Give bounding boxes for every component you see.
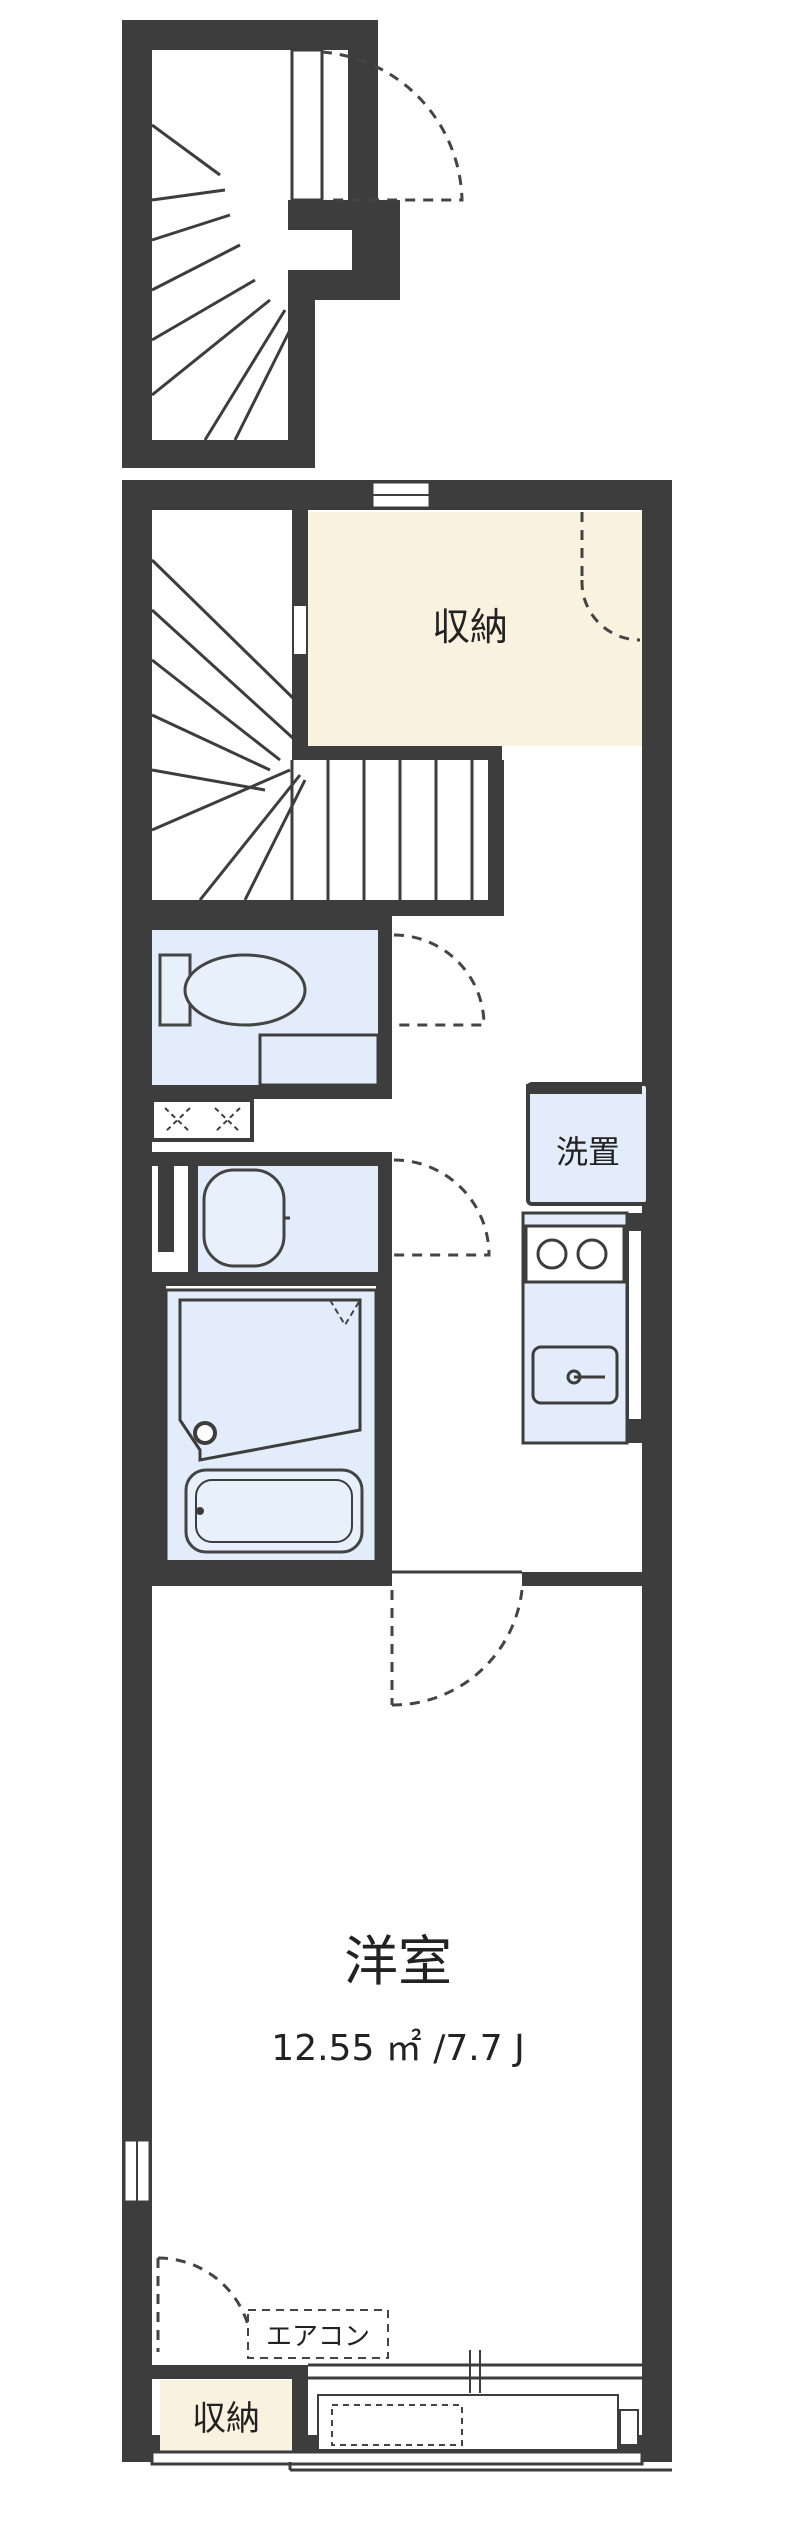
room-door-swing [390,1589,524,1707]
washer-space: 洗置 [526,1082,650,1206]
wash-room [152,1152,392,1286]
kitchen-sink [531,1345,619,1405]
washer-label: 洗置 [556,1133,620,1171]
western-room-label: 洋室 [344,1930,452,1993]
bathtub [184,1468,364,1554]
aircon-unit [247,2309,389,2359]
bath-room [152,1286,392,1576]
small-cupboard [150,1098,254,1142]
western-room: 洋室 12.55 ㎡ /7.7 J [271,1930,524,2069]
storage-upper-label: 収納 [432,605,508,649]
kitchen-window[interactable] [627,1229,643,1421]
wash-door-swing [393,1158,491,1257]
storage-lower-room: 収納 [152,2365,308,2455]
wash-basin [202,1168,286,1268]
toilet-door-swing [393,933,486,1027]
upper-door-leaf[interactable] [290,48,324,202]
stove-top [524,1224,626,1284]
upper-stair-module [122,20,464,468]
kitchen-counter [521,1211,643,1445]
storage-upper-room: 収納 [292,510,642,760]
burner-icon [576,1238,608,1270]
balcony-sliding-door[interactable] [150,2350,672,2472]
burner-icon [536,1238,568,1270]
stair-bottom-wall [152,900,504,916]
western-room-area: 12.55 ㎡ /7.7 J [271,2027,524,2069]
faucet-icon [193,1421,217,1445]
storage-lower-door-swing [156,2256,254,2353]
storage-upper-door[interactable] [292,604,308,656]
toilet-room [152,916,392,1099]
upper-stair-treads [151,123,297,441]
storage-upper-door-swing [580,512,641,642]
upper-door-swing [321,50,464,202]
storage-lower-label: 収納 [192,2399,260,2439]
aircon-label: エアコン [266,2322,370,2352]
toilet-bowl [183,953,307,1027]
